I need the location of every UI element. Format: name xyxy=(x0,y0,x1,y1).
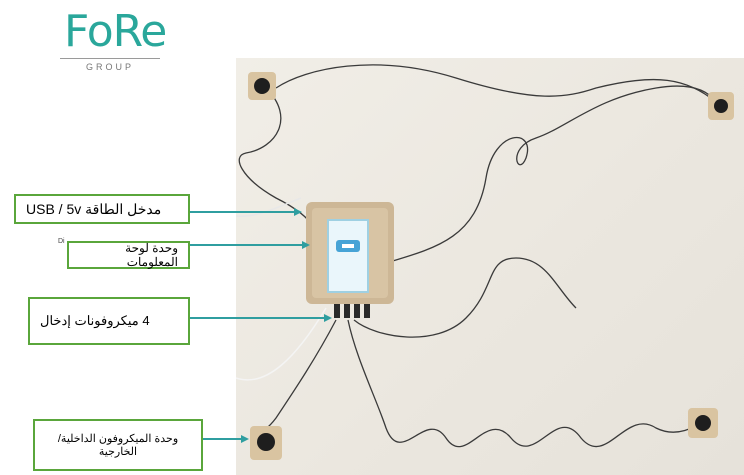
input-microphones-label: 4 ميكروفونات إدخال xyxy=(40,313,150,328)
device-photo xyxy=(236,58,744,475)
logo-divider xyxy=(60,58,160,59)
mic-unit-pointer-arrow xyxy=(241,435,249,443)
input-microphones-callout: 4 ميكروفونات إدخال xyxy=(28,297,190,345)
stray-text: Di xyxy=(58,238,65,245)
power-pointer-arrow xyxy=(294,208,302,216)
dashboard-unit-label: وحدة لوحة المعلومات xyxy=(125,241,178,269)
logo-subtitle: GROUP xyxy=(85,62,134,72)
fore-group-logo: FoRe GROUP xyxy=(60,6,167,72)
microphone-unit-callout: وحدة الميكروفون الداخلية/ الخارجية xyxy=(33,419,203,471)
microphones-pointer-arrow xyxy=(324,314,332,322)
power-pointer-line xyxy=(190,211,296,213)
dashboard-unit-callout: وحدة لوحة المعلومات xyxy=(67,241,190,269)
mic-unit-pointer-line xyxy=(203,438,243,440)
display-pointer-arrow xyxy=(302,241,310,249)
device-photo-illustration xyxy=(236,64,734,460)
microphone-unit-label: وحدة الميكروفون الداخلية/ الخارجية xyxy=(57,433,179,458)
power-input-label: مدخل الطاقة USB / 5v xyxy=(26,200,162,217)
logo-wordmark: FoRe xyxy=(64,6,167,57)
display-pointer-line xyxy=(190,244,304,246)
power-input-callout: مدخل الطاقة USB / 5v xyxy=(14,194,190,224)
microphones-pointer-line xyxy=(190,317,326,319)
